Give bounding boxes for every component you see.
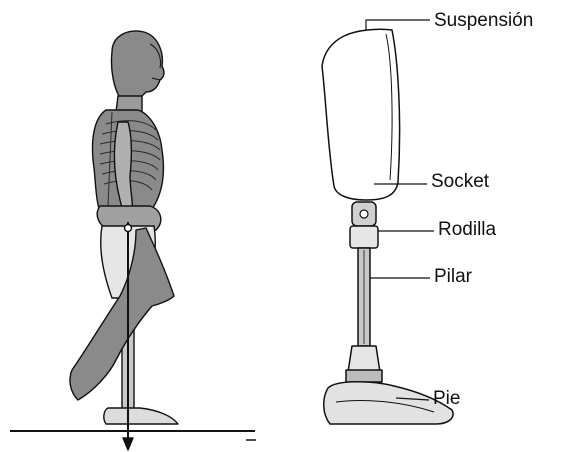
label-suspension: Suspensión <box>434 10 533 32</box>
load-line-arrow <box>123 438 133 450</box>
ankle-clamp <box>346 370 382 382</box>
foot-left <box>104 408 178 424</box>
label-socket: Socket <box>431 171 489 193</box>
knee-axis <box>360 210 368 218</box>
prosthesis-components <box>322 20 453 424</box>
load-line-pivot <box>125 225 132 232</box>
label-knee: Rodilla <box>438 219 496 241</box>
amputee-figure <box>10 31 256 450</box>
label-foot: Pie <box>433 388 460 410</box>
socket <box>322 29 400 200</box>
ankle-adapter <box>348 346 380 372</box>
head <box>111 31 164 98</box>
leader-suspension <box>366 20 430 30</box>
label-pylon: Pilar <box>434 266 472 288</box>
knee-lower <box>350 226 378 248</box>
